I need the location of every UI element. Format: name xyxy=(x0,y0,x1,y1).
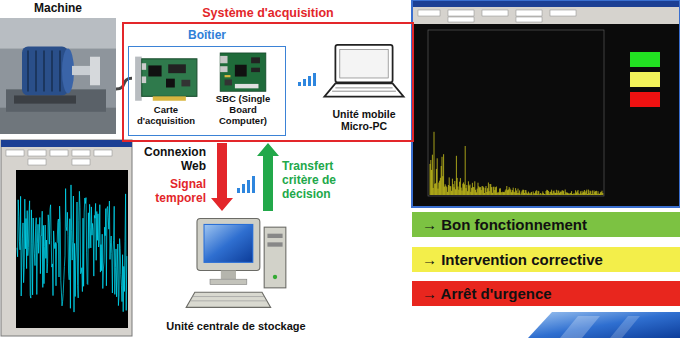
signal-arrow xyxy=(211,143,233,211)
status-text: → Bon fonctionnement xyxy=(422,216,587,233)
sensor-cable xyxy=(116,78,132,89)
pc-illustration xyxy=(150,212,322,320)
edge-label: Transfert critère de décision xyxy=(282,160,366,201)
acquisition-system-frame: Système d'acquisitionBoîtierCarte d'acqu… xyxy=(122,22,414,142)
node-label: Carte d'acquisition xyxy=(132,105,200,127)
time-signal-trace xyxy=(17,185,127,312)
status-bar: → Intervention corrective xyxy=(412,247,680,272)
machine-illustration xyxy=(0,18,116,134)
node-label: Unité mobile Micro-PC xyxy=(320,108,408,132)
sbc-illustration xyxy=(205,50,281,94)
storage-unit: Unité centrale de stockage xyxy=(150,212,322,337)
status-text: → Intervention corrective xyxy=(422,251,603,268)
card-illustration xyxy=(132,50,200,105)
wireless-icon xyxy=(298,73,316,86)
spectrum-trace xyxy=(430,132,603,195)
time-signal-window xyxy=(1,140,132,336)
acquisition-card: Carte d'acquisition xyxy=(132,50,200,131)
spectrum-window xyxy=(412,0,680,207)
status-text: → Arrêt d'urgence xyxy=(422,285,552,302)
status-bar: → Arrêt d'urgence xyxy=(412,281,680,306)
enclosure-frame: BoîtierCarte d'acquisitionSBC (Single Bo… xyxy=(128,46,286,136)
mobile-micro-pc: Unité mobile Micro-PC xyxy=(320,36,408,136)
frame-heading: Système d'acquisition xyxy=(124,6,412,20)
edge-label: Signal temporel xyxy=(134,178,206,206)
node-label: Unité centrale de stockage xyxy=(150,320,322,333)
frame-heading: Boîtier xyxy=(129,29,285,43)
free-label: Connexion Web xyxy=(134,146,206,174)
machine-photo-box: Machine xyxy=(0,2,116,136)
signal-arrow xyxy=(257,143,279,211)
corner-decoration xyxy=(528,312,680,338)
node-label: SBC (Single Board Computer) xyxy=(205,94,281,127)
node-label: Machine xyxy=(0,2,116,16)
wireless-icon xyxy=(237,176,255,193)
laptop-illustration xyxy=(320,36,408,108)
status-bar: → Bon fonctionnement xyxy=(412,212,680,237)
sbc-board: SBC (Single Board Computer) xyxy=(205,50,281,131)
